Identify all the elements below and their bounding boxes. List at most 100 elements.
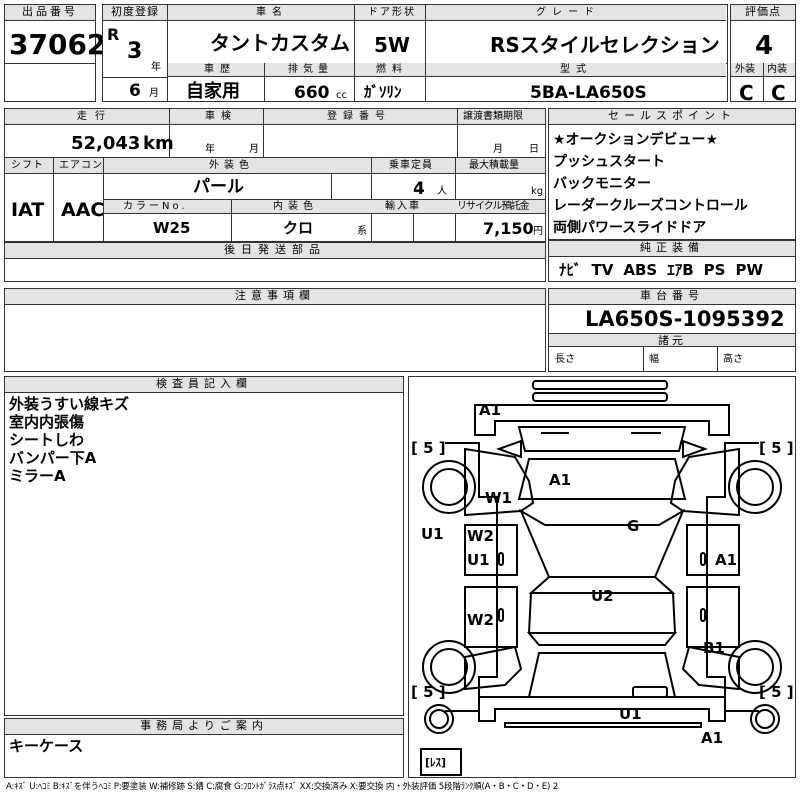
color-no-label: カラーNo. <box>123 201 188 212</box>
sales-points-list: ★オークションデビュー★プッシュスタートバックモニターレーダークルーズコントロー… <box>553 129 793 239</box>
model-label: 型式 <box>560 64 592 75</box>
era: R <box>107 25 120 44</box>
ext-color: パール <box>193 177 244 197</box>
load-unit: kg <box>531 186 544 197</box>
sales-point-item: 両側パワースライドドア <box>553 220 707 236</box>
inspector-note-item: 室内内張傷 <box>9 413 85 431</box>
chassis-label: 車台番号 <box>549 289 795 305</box>
int-color-label: 内装色 <box>273 201 318 212</box>
ac: AAC <box>61 199 105 221</box>
mark-door-right: A1 <box>715 551 738 569</box>
inspector-note-item: 外装うすい線キズ <box>9 395 130 413</box>
int-color: クロ <box>283 219 314 237</box>
inspection-year-unit: 年 <box>205 144 215 155</box>
shift-label: シフト <box>11 160 44 171</box>
plate-label: 登録番号 <box>327 111 391 122</box>
tire-top-left: [ 5 ] <box>411 439 446 457</box>
history: 自家用 <box>186 81 240 102</box>
car-diagram: [ 5 ] [ 5 ] [ 5 ] [ 5 ] A1 A1 W1 U1 W2 U… <box>408 376 796 778</box>
recycle: 7,150 <box>483 219 534 238</box>
mark-door-left1: W2 <box>467 527 494 545</box>
inspection-month-unit: 月 <box>249 144 259 155</box>
displacement: 660 <box>294 83 330 103</box>
later-label: 後日発送部品 <box>5 243 545 259</box>
length-label: 長さ <box>555 354 575 365</box>
spare-label: [ﾚｽ] <box>425 756 447 769</box>
office: 事務局よりご案内 キーケース <box>4 718 404 778</box>
recycle-unit: 円 <box>533 226 543 237</box>
ext-color-label: 外装色 <box>209 160 254 171</box>
exterior-label: 外装 <box>735 64 755 75</box>
mark-hood: A1 <box>549 471 572 489</box>
recycle-label: リサイクル預託金 <box>457 201 529 212</box>
inspection-label: 車検 <box>205 111 237 122</box>
month: 6 <box>129 81 141 101</box>
interior-label: 内装 <box>767 64 787 75</box>
int-color-unit: 系 <box>357 226 367 237</box>
tire-bottom-right: [ 5 ] <box>759 683 794 701</box>
first-reg-label: 初度登録 <box>103 5 167 21</box>
capacity-unit: 人 <box>437 186 447 197</box>
history-label: 車歴 <box>204 64 236 75</box>
sales-points-label: セールスポイント <box>549 109 795 125</box>
fuel-label: 燃料 <box>376 64 408 75</box>
vehicle-details: 走行 車検 登録番号 譲渡書類期限 52,043 km 年 月 月 日 シフト … <box>4 108 546 242</box>
header-block: 出品番号 37062 初度登録 R 3 年 6 月 車名 ドア形状 グレード タ… <box>4 4 796 104</box>
lot-cell: 出品番号 37062 <box>4 4 106 102</box>
equipment-item: PS <box>703 261 726 279</box>
equipment-label: 純正装備 <box>549 241 795 257</box>
mark-rear-glass: U2 <box>591 587 614 605</box>
notes: 注意事項欄 <box>4 288 546 372</box>
color-no: W25 <box>153 219 191 237</box>
mark-door-left2: U1 <box>467 551 490 569</box>
fuel: ｶﾞｿﾘﾝ <box>364 83 402 101</box>
notes-label: 注意事項欄 <box>5 289 545 305</box>
mark-rear: A1 <box>701 729 724 747</box>
mileage: 52,043 <box>71 133 141 154</box>
displacement-unit: cc <box>336 90 347 101</box>
grade: RSスタイルセレクション <box>490 33 720 57</box>
door: 5W <box>374 33 410 57</box>
later-parts: 後日発送部品 <box>4 242 546 282</box>
mileage-unit: km <box>143 133 174 154</box>
dims-label: 諸元 <box>549 333 795 347</box>
inspector-label: 検査員記入欄 <box>5 377 403 393</box>
height-label: 高さ <box>723 354 743 365</box>
lot-number: 37062 <box>9 28 107 61</box>
mark-quarter-left: W2 <box>467 611 494 629</box>
mark-rear-bumper: U1 <box>619 705 642 723</box>
mark-roof: G <box>627 517 640 535</box>
inspector-note-item: ミラーA <box>9 467 66 485</box>
exterior: C <box>739 81 754 105</box>
sales-point-item: プッシュスタート <box>553 154 665 170</box>
legend: A:ｷｽﾞ U:ﾍｺﾐ B:ｷｽﾞを伴うﾍｺﾐ P:要塗装 W:補修跡 S:錆 … <box>6 782 558 792</box>
year-unit: 年 <box>151 62 161 73</box>
mark-quarter-right: B1 <box>703 639 725 657</box>
sales-point-item: ★オークションデビュー★ <box>553 132 719 148</box>
car-outline <box>420 380 782 776</box>
capacity: 4 <box>413 179 425 199</box>
inspector-note-item: シートしわ <box>9 431 85 449</box>
mark-side-left: U1 <box>421 525 444 543</box>
car-info-cell: 車名 ドア形状 グレード タントカスタム 5W RSスタイルセレクション 車歴 … <box>168 4 728 102</box>
equipment-item: PW <box>735 261 763 279</box>
tire-top-right: [ 5 ] <box>759 439 794 457</box>
score-cell: 評価点 4 外装 内装 C C <box>730 4 796 105</box>
equipment-item: ﾅﾋﾞ <box>559 261 582 279</box>
car-name-label: 車名 <box>256 7 288 18</box>
transfer-label: 譲渡書類期限 <box>463 111 523 122</box>
mileage-label: 走行 <box>77 111 113 122</box>
month-unit: 月 <box>149 88 159 99</box>
equipment-item: ABS <box>623 261 658 279</box>
score-label: 評価点 <box>731 5 795 21</box>
ac-label: エアコン <box>59 160 103 171</box>
grade-label: グレード <box>536 7 600 18</box>
car-name: タントカスタム <box>210 31 350 55</box>
interior: C <box>771 81 786 105</box>
first-reg-cell: 初度登録 R 3 年 6 月 <box>102 4 168 102</box>
mark-front: A1 <box>479 401 502 419</box>
equipment-item: TV <box>591 261 614 279</box>
